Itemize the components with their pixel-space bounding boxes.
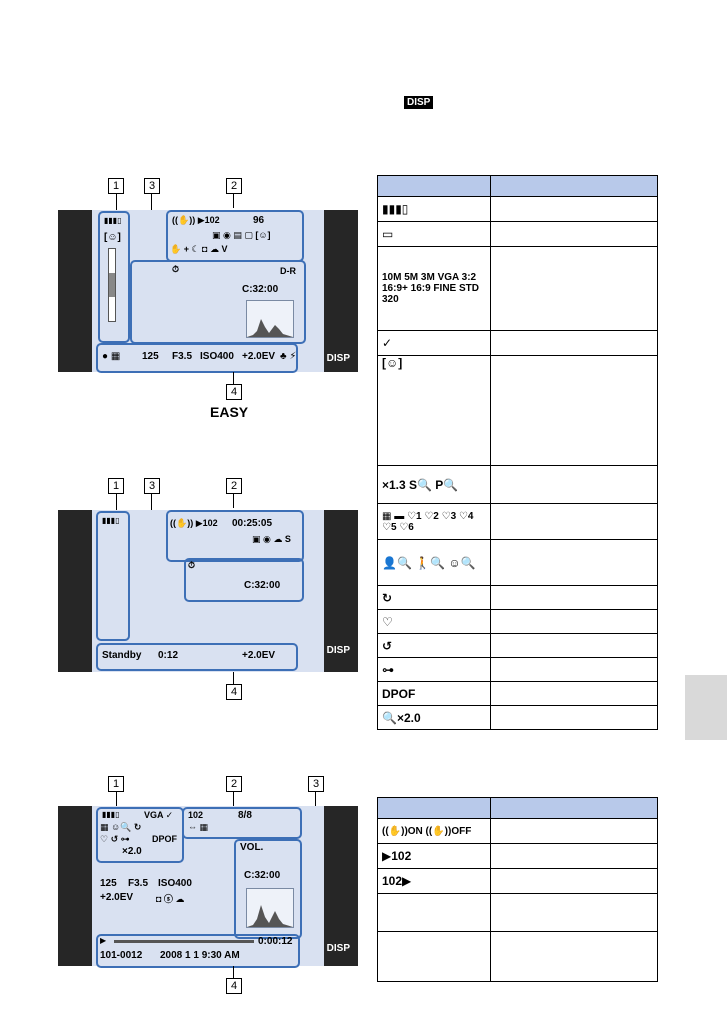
row-icon: 🔍×2.0 [377, 705, 491, 730]
side-tab [685, 675, 727, 740]
row-icon: ↻ [377, 585, 491, 610]
row-icon: ×1.3 S🔍 P🔍 [377, 465, 491, 504]
row-icon: ▶102 [377, 843, 491, 869]
clock-readout-3: C:32:00 [244, 870, 281, 881]
row-icon: ▮▮▮▯ [377, 196, 491, 222]
area-3b [184, 558, 304, 602]
image-counter: 8/8 [238, 810, 252, 821]
self-timer-icon-2: ⏱ [188, 560, 196, 570]
callout-1b: 1 [108, 478, 124, 494]
iso: ISO400 [200, 351, 234, 362]
steady-shot-icon-2: ((✋)) ▶102 [170, 518, 218, 528]
shutter-speed: 125 [142, 351, 159, 362]
disp-label: DISP [326, 353, 350, 364]
callout-4: 4 [226, 384, 242, 400]
callout-4c: 4 [226, 978, 242, 994]
smile-slider [108, 248, 116, 322]
indicator-table-1: ▮▮▮▯ ▭ 10M 5M 3M VGA 3:2 16:9+ 16:9 FINE… [377, 175, 658, 730]
macro-icon: ♣ ⚡ [280, 351, 297, 362]
row-icon: ↺ [377, 633, 491, 658]
elapsed-time: 0:12 [158, 650, 179, 661]
volume-label: VOL. [240, 842, 264, 853]
histogram [246, 300, 294, 338]
area-2c [182, 807, 302, 839]
row-icon: DPOF [377, 681, 491, 706]
folder-label: 102 [188, 810, 204, 820]
callout-1c: 1 [108, 776, 124, 792]
indicator-table-2: ((✋))ON ((✋))OFF ▶102 102▶ [377, 797, 658, 982]
playback-icons-row2: ♡ ↺ ⊶ [100, 834, 130, 844]
row-icon [377, 893, 491, 932]
aperture: F3.5 [172, 351, 193, 362]
dr-icon: D-R [280, 266, 296, 276]
record-date: 2008 1 1 9:30 AM [160, 950, 240, 961]
row-icon: ⊶ [377, 657, 491, 682]
row-icon: 👤🔍 🚶🔍 ☺🔍 [377, 539, 491, 586]
area-2b [166, 510, 304, 562]
steady-shot-icon: ((✋)) ▶102 [172, 215, 220, 225]
remaining-count: 96 [253, 215, 265, 226]
disp-label-2: DISP [326, 645, 350, 656]
row-icon [377, 931, 491, 982]
area-1 [98, 211, 130, 343]
callout-2: 2 [226, 178, 242, 194]
duration: 0:00:12 [258, 936, 293, 947]
record-icon: ● ▦ [102, 351, 121, 362]
callout-3c: 3 [308, 776, 324, 792]
shutter-speed-3: 125 [100, 878, 117, 889]
histogram-3 [246, 888, 294, 928]
smile-indicator-icon: [☺] [104, 232, 121, 243]
row-icon: ✓ [377, 330, 491, 356]
zoom-label: ×2.0 [122, 846, 142, 857]
area-1b [96, 511, 130, 641]
protect-icons: ⇔ ▦ [188, 822, 209, 832]
easy-caption: EASY [210, 404, 249, 420]
row-icon: [☺] [377, 355, 491, 466]
iso-3: ISO400 [158, 878, 192, 889]
image-size-icon: VGA ✓ [144, 810, 174, 820]
scene-icons: ✋ + ☾ ◘ ☁ V [170, 244, 228, 254]
file-number: 101-0012 [100, 950, 143, 961]
lcd-screen-shooting: ▮▮▮▯ [☺] ((✋)) ▶102 96 ▣ ◉ ▤ ▢ [☺] ✋ + ☾… [58, 210, 358, 373]
aperture-3: F3.5 [128, 878, 149, 889]
metering-icons: ◘ ⓢ ☁ [156, 894, 185, 904]
battery-icon-2: ▮▮▮▯ [102, 516, 120, 525]
callout-4b: 4 [226, 684, 242, 700]
callout-3: 3 [144, 178, 160, 194]
exposure-2: +2.0EV [242, 650, 276, 661]
clock-readout-2: C:32:00 [244, 580, 281, 591]
callout-3b: 3 [144, 478, 160, 494]
lcd-screen-playback: ▮▮▮▯ VGA ✓ ▦ ☺🔍 ↻ ♡ ↺ ⊶ DPOF ×2.0 102 8/… [58, 806, 358, 968]
area-4 [96, 343, 298, 373]
mode-icons-2: ▣ ◉ ☁ S [252, 534, 291, 544]
area-3c [234, 839, 302, 939]
callout-2b: 2 [226, 478, 242, 494]
self-timer-icon: ⏱ [172, 264, 180, 274]
callout-1: 1 [108, 178, 124, 194]
row-icon: ((✋))ON ((✋))OFF [377, 818, 491, 844]
row-icon: 102▶ [377, 868, 491, 894]
row-icon: ▦ ▬ ♡1 ♡2 ♡3 ♡4 ♡5 ♡6 [377, 503, 491, 540]
area-4c [96, 934, 300, 968]
callout-2c: 2 [226, 776, 242, 792]
row-icon: ▭ [377, 221, 491, 247]
lcd-screen-movie: ▮▮▮▯ ((✋)) ▶102 00:25:05 ▣ ◉ ☁ S ⏱ C:32:… [58, 510, 358, 672]
disp-label-3: DISP [326, 943, 350, 954]
row-icon: ♡ [377, 609, 491, 634]
exposure-3: +2.0EV [100, 892, 134, 903]
battery-icon: ▮▮▮▯ [104, 216, 122, 225]
standby-label: Standby [102, 650, 142, 661]
battery-icon-3: ▮▮▮▯ [102, 810, 120, 819]
progress-bar [114, 940, 254, 943]
play-icon: ▶ [100, 936, 107, 945]
playback-icons-row1: ▦ ☺🔍 ↻ [100, 822, 142, 832]
row-icon: 10M 5M 3M VGA 3:2 16:9+ 16:9 FINE STD 32… [377, 246, 491, 331]
disp-badge: DISP [404, 96, 434, 109]
mode-icons: ▣ ◉ ▤ ▢ [☺] [212, 230, 271, 240]
area-4b [96, 643, 298, 671]
record-time: 00:25:05 [232, 518, 273, 529]
exposure: +2.0EV [242, 351, 276, 362]
dpof-label: DPOF [152, 834, 178, 844]
clock-readout: C:32:00 [242, 284, 279, 295]
